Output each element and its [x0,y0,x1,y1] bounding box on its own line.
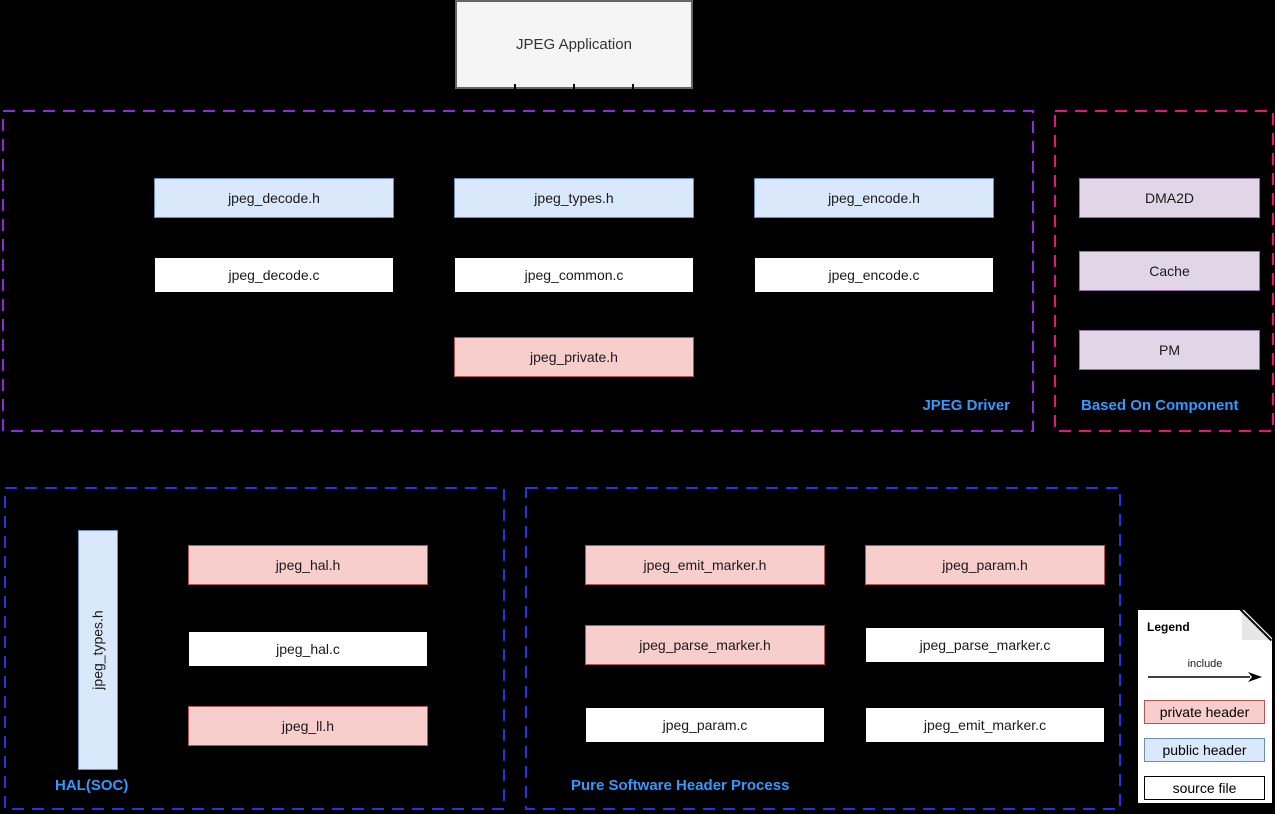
legend-private-header-swatch: private header [1144,700,1265,724]
include-arrow-icon [1146,670,1264,684]
jpeg-parse-marker-h-label: jpeg_parse_marker.h [639,637,771,653]
jpeg-common-c-box: jpeg_common.c [454,257,694,293]
jpeg-param-c-label: jpeg_param.c [662,717,748,733]
legend-public-header-label: public header [1162,742,1247,758]
jpeg-emit-marker-h-label: jpeg_emit_marker.h [643,557,767,573]
jpeg-application-label: JPEG Application [516,36,632,53]
jpeg-ll-h-box: jpeg_ll.h [188,706,428,746]
legend-source-file-swatch: source file [1144,776,1265,800]
pm-box: PM [1079,330,1260,370]
jpeg-hal-c-box: jpeg_hal.c [188,631,428,667]
legend-private-header-label: private header [1159,704,1250,720]
jpeg-emit-marker-c-box: jpeg_emit_marker.c [865,707,1105,743]
jpeg-hal-c-label: jpeg_hal.c [276,641,340,657]
jpeg-private-h-label: jpeg_private.h [530,349,618,365]
jpeg-parse-marker-c-box: jpeg_parse_marker.c [865,627,1105,663]
based-on-component-group-label: Based On Component [1081,397,1239,414]
legend-panel: Legend include private header public hea… [1137,609,1273,804]
jpeg-decode-h-box: jpeg_decode.h [154,178,394,218]
jpeg-encode-c-label: jpeg_encode.c [828,267,920,283]
cache-box: Cache [1079,251,1260,291]
cache-label: Cache [1149,263,1190,279]
jpeg-application-box: JPEG Application [455,0,693,89]
legend-source-file-label: source file [1172,780,1237,796]
pm-label: PM [1159,342,1180,358]
jpeg-ll-h-label: jpeg_ll.h [281,718,335,734]
jpeg-types-h-vertical-label: jpeg_types.h [90,610,106,690]
jpeg-param-h-box: jpeg_param.h [865,545,1105,585]
connector-stub [573,84,575,92]
jpeg-encode-c-box: jpeg_encode.c [754,257,994,293]
jpeg-types-h-box: jpeg_types.h [454,178,694,218]
jpeg-param-h-label: jpeg_param.h [942,557,1028,573]
legend-include-label: include [1187,658,1223,670]
jpeg-param-c-box: jpeg_param.c [585,707,825,743]
connector-stub [632,84,634,92]
legend-title: Legend [1147,620,1190,634]
jpeg-types-h-vertical-box: jpeg_types.h [78,530,118,770]
jpeg-emit-marker-h-box: jpeg_emit_marker.h [585,545,825,585]
jpeg-hal-h-box: jpeg_hal.h [188,545,428,585]
dma2d-label: DMA2D [1144,190,1194,206]
jpeg-emit-marker-c-label: jpeg_emit_marker.c [923,717,1047,733]
jpeg-decode-c-label: jpeg_decode.c [228,267,320,283]
jpeg-parse-marker-c-label: jpeg_parse_marker.c [919,637,1051,653]
jpeg-private-h-box: jpeg_private.h [454,337,694,377]
connector-stub [514,84,516,92]
dma2d-box: DMA2D [1079,178,1260,218]
jpeg-hal-h-label: jpeg_hal.h [275,557,341,573]
jpeg-types-h-label: jpeg_types.h [534,190,614,206]
jpeg-decode-c-box: jpeg_decode.c [154,257,394,293]
legend-public-header-swatch: public header [1144,738,1265,762]
jpeg-encode-h-label: jpeg_encode.h [828,190,920,206]
hal-soc-group-label: HAL(SOC) [55,777,129,794]
jpeg-parse-marker-h-box: jpeg_parse_marker.h [585,625,825,665]
jpeg-encode-h-box: jpeg_encode.h [754,178,994,218]
jpeg-decode-h-label: jpeg_decode.h [228,190,320,206]
jpeg-driver-group-label: JPEG Driver [922,397,1010,414]
pure-software-group-label: Pure Software Header Process [571,777,790,794]
jpeg-common-c-label: jpeg_common.c [524,267,624,283]
